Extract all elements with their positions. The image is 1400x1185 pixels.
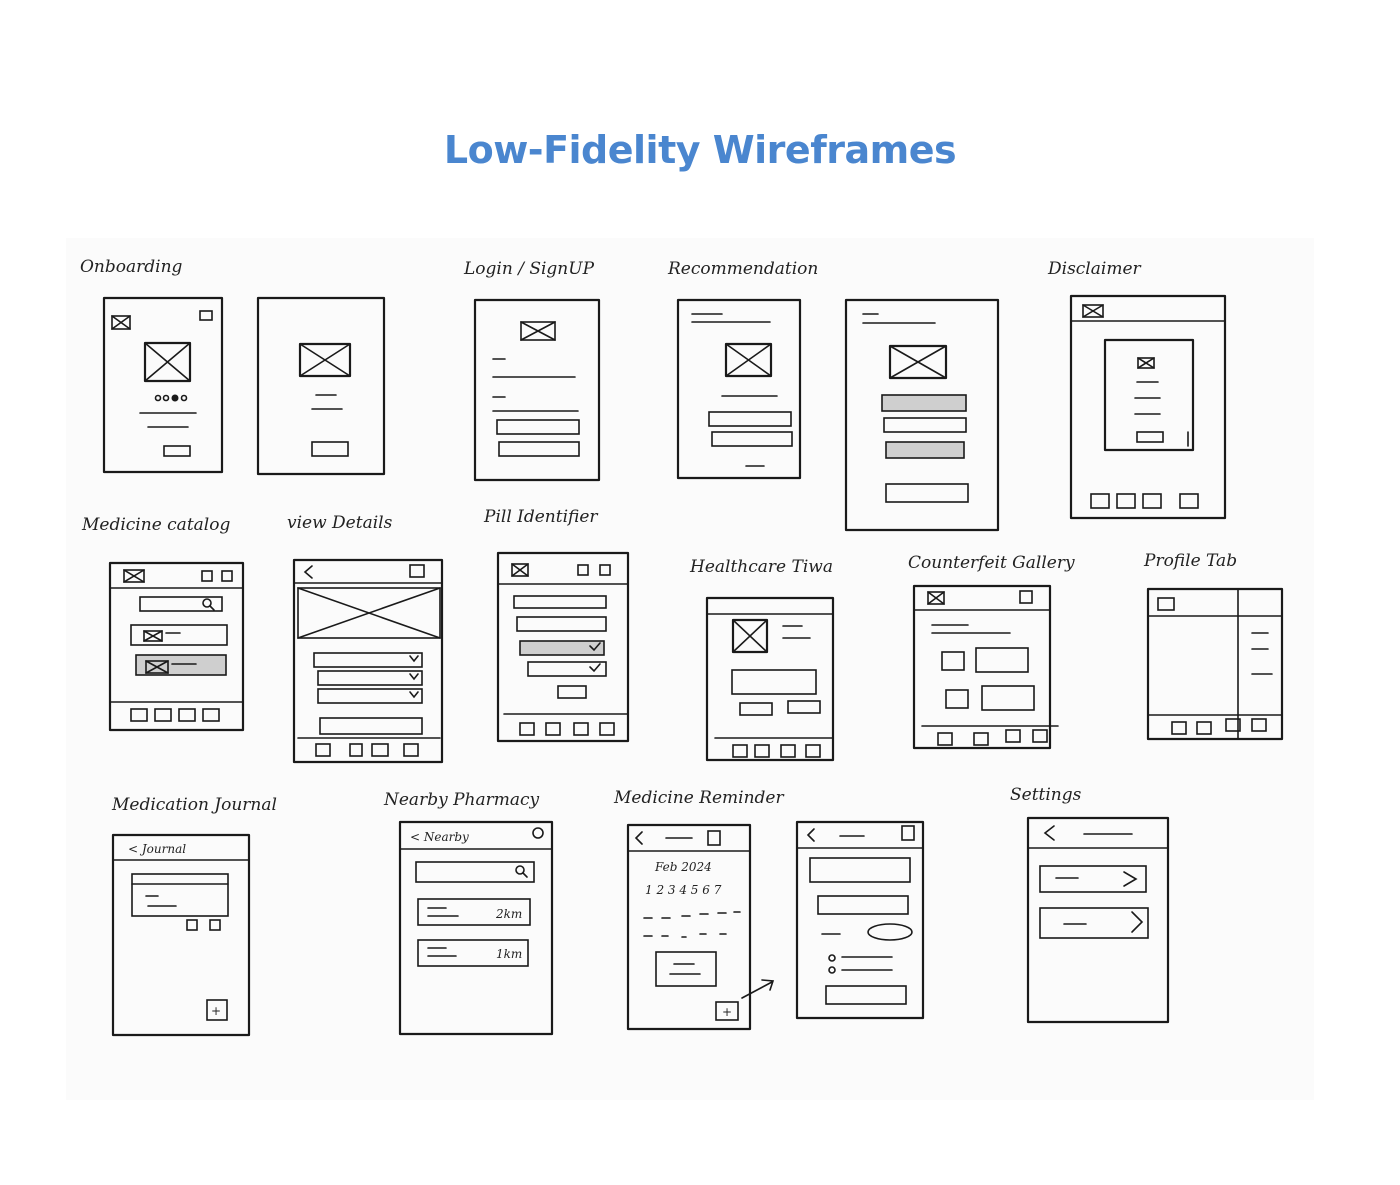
distance-1: 2km [495, 907, 522, 921]
label-settings: Settings [1010, 785, 1082, 805]
nearby-header-text: < Nearby [410, 830, 469, 844]
wireframe-onboarding-1 [102, 296, 224, 474]
label-nearby-pharmacy: Nearby Pharmacy [383, 790, 540, 810]
label-recommendation: Recommendation [667, 259, 818, 279]
label-medication-journal: Medication Journal [111, 795, 277, 815]
label-pill-identifier: Pill Identifier [483, 507, 598, 527]
wireframe-medicine-catalog [108, 561, 245, 732]
wireframe-counterfeit-gallery [912, 584, 1059, 750]
wireframe-profile-tab [1146, 587, 1284, 741]
label-medicine-reminder: Medicine Reminder [613, 788, 784, 808]
wireframe-pill-identifier [496, 551, 630, 743]
label-medicine-catalog: Medicine catalog [81, 515, 230, 535]
page-title: Low-Fidelity Wireframes [443, 128, 957, 172]
label-counterfeit-gallery: Counterfeit Gallery [908, 553, 1075, 573]
wireframe-medicine-reminder-1: Feb 2024 1 2 3 4 5 6 7 + [626, 823, 775, 1031]
label-login: Login / SignUP [463, 259, 595, 279]
wireframe-medicine-reminder-2 [795, 820, 925, 1020]
journal-add-symbol: + [211, 1004, 221, 1018]
wireframe-recommendation-2 [844, 298, 1000, 532]
label-disclaimer: Disclaimer [1047, 259, 1142, 279]
wireframe-recommendation-1 [676, 298, 802, 480]
reminder-add-symbol: + [722, 1005, 732, 1019]
label-onboarding: Onboarding [80, 257, 183, 277]
label-view-details: view Details [287, 513, 393, 533]
wireframe-settings [1026, 816, 1170, 1024]
reminder-month: Feb 2024 [654, 860, 712, 874]
wireframe-healthcare [705, 596, 835, 762]
journal-header-text: < Journal [128, 842, 186, 856]
label-profile-tab: Profile Tab [1143, 551, 1237, 571]
wireframe-onboarding-2 [256, 296, 386, 476]
label-healthcare: Healthcare Tiwa [689, 557, 833, 577]
wireframe-nearby-pharmacy: < Nearby 2km 1km [398, 820, 554, 1036]
reminder-days: 1 2 3 4 5 6 7 [645, 883, 722, 897]
wireframe-medication-journal: < Journal + [111, 833, 251, 1037]
wireframe-login [473, 298, 601, 482]
wireframe-disclaimer [1069, 294, 1227, 520]
distance-2: 1km [496, 947, 522, 961]
wireframe-view-details [292, 558, 444, 764]
